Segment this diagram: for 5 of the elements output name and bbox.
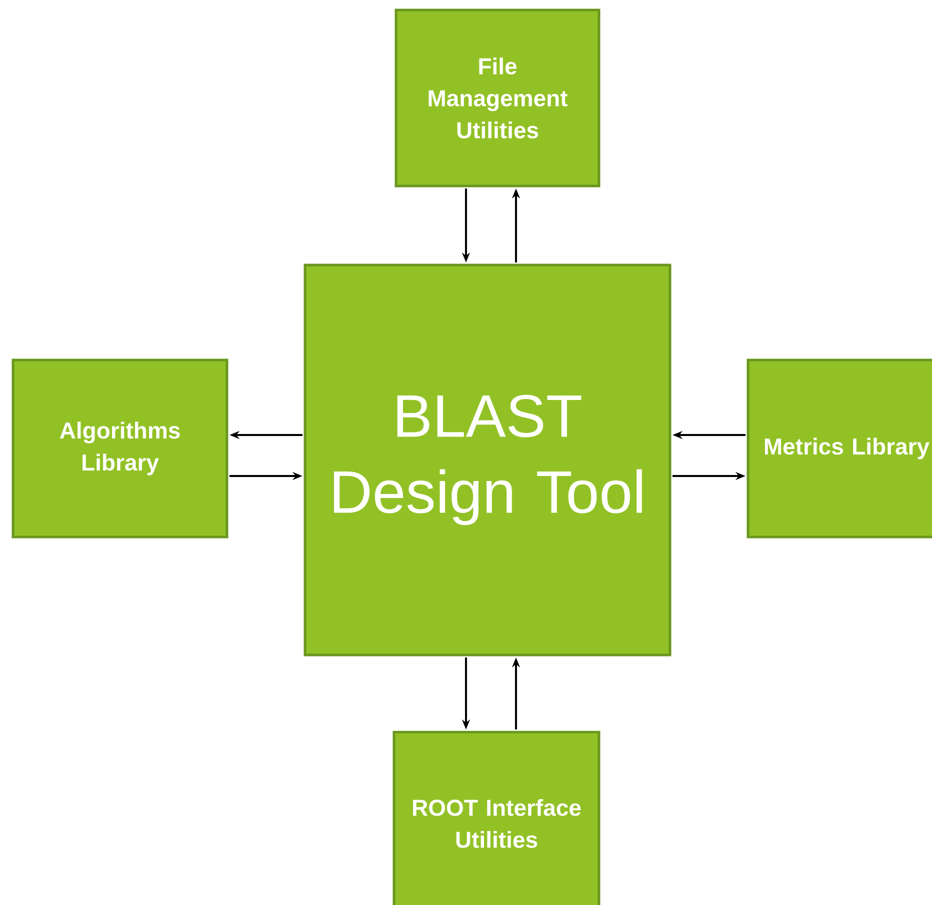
component-box: Algorithms Library [12, 358, 228, 538]
component-box: File Management Utilities [394, 8, 600, 188]
component-box: BLAST Design Tool [304, 264, 672, 656]
component-box: ROOT Interface Utilities [392, 730, 600, 905]
component-box: Metrics Library [746, 358, 932, 538]
